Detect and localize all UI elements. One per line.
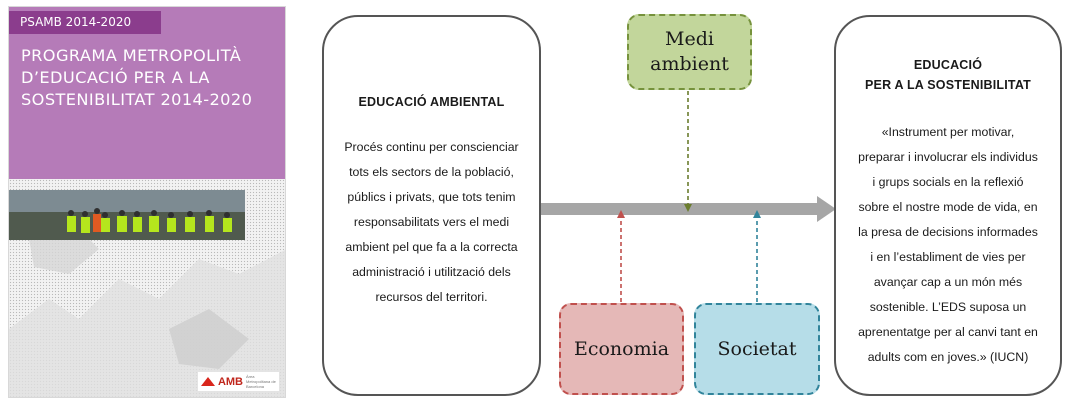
cover-tag: PSAMB 2014-2020 bbox=[9, 11, 161, 34]
definition-line: ambient pel que fa a la correcta bbox=[345, 240, 518, 254]
sustainability-education-box: EDUCACIÓ PER A LA SOSTENIBILITAT «Instru… bbox=[834, 15, 1062, 396]
cover-title-line: SOSTENIBILITAT 2014-2020 bbox=[21, 90, 253, 109]
definition-line: públics i privats, que tots tenim bbox=[347, 190, 516, 204]
sustainability-education-definition: «Instrument per motivar, preparar i invo… bbox=[840, 120, 1056, 370]
definition-line: avançar cap a un món més bbox=[873, 275, 1023, 289]
definition-line: sobre el nostre mode de vida, en bbox=[858, 200, 1038, 214]
definition-line: la presa de decisions informades bbox=[858, 225, 1038, 239]
cover-title-line: PROGRAMA METROPOLITÀ bbox=[21, 46, 242, 65]
societat-label: Societat bbox=[717, 337, 797, 360]
amb-logo: AMB Àrea Metropolitana de Barcelona bbox=[197, 372, 279, 391]
definition-line: sostenible. L’EDS suposa un bbox=[869, 300, 1027, 314]
main-arrow bbox=[541, 196, 836, 222]
definition-line: i grups socials en la reflexió bbox=[872, 175, 1024, 189]
definition-line: «Instrument per motivar, bbox=[881, 125, 1015, 139]
definition-line: adults com en joves.» (IUCN) bbox=[867, 350, 1029, 364]
heading-line: PER A LA SOSTENIBILITAT bbox=[865, 78, 1031, 92]
definition-line: recursos del territori. bbox=[375, 290, 488, 304]
societat-node: Societat bbox=[694, 303, 820, 395]
heading-line: EDUCACIÓ bbox=[913, 58, 983, 72]
students-photo bbox=[9, 190, 245, 240]
definition-line: tots els sectors de la població, bbox=[349, 165, 514, 179]
amb-logo-subtext: Àrea Metropolitana de Barcelona bbox=[246, 374, 276, 389]
environmental-education-definition: Procés continu per conscienciar tots els… bbox=[326, 135, 537, 310]
economia-label: Economia bbox=[573, 337, 670, 360]
amb-logo-icon bbox=[200, 377, 215, 386]
environmental-education-heading: EDUCACIÓ AMBIENTAL bbox=[358, 95, 505, 109]
definition-line: Procés continu per conscienciar bbox=[344, 140, 519, 154]
cover-title-line: D’EDUCACIÓ PER A LA bbox=[21, 68, 210, 87]
medi-ambient-label-line: ambient bbox=[650, 53, 729, 75]
definition-line: aprenentatge per al canvi tant en bbox=[858, 325, 1038, 339]
definition-line: i en l’establiment de vies per bbox=[870, 250, 1026, 264]
main-arrow-shaft bbox=[541, 203, 817, 215]
definition-line: responsabilitats vers el medi bbox=[353, 215, 510, 229]
definition-line: administració i utilització dels bbox=[352, 265, 511, 279]
medi-ambient-node: Medi ambient bbox=[627, 14, 752, 90]
medi-ambient-label-line: Medi bbox=[665, 28, 714, 50]
cover-title-band bbox=[9, 7, 285, 179]
report-cover: PSAMB 2014-2020 PROGRAMA METROPOLITÀ D’E… bbox=[8, 6, 286, 398]
sustainability-education-heading: EDUCACIÓ PER A LA SOSTENIBILITAT bbox=[836, 55, 1060, 95]
definition-line: preparar i involucrar els individus bbox=[858, 150, 1038, 164]
economia-node: Economia bbox=[559, 303, 684, 395]
amb-logo-text: AMB bbox=[217, 375, 243, 388]
environmental-education-box: EDUCACIÓ AMBIENTAL Procés continu per co… bbox=[322, 15, 541, 396]
cover-title: PROGRAMA METROPOLITÀ D’EDUCACIÓ PER A LA… bbox=[21, 45, 283, 111]
cover-photo-students bbox=[9, 190, 245, 240]
